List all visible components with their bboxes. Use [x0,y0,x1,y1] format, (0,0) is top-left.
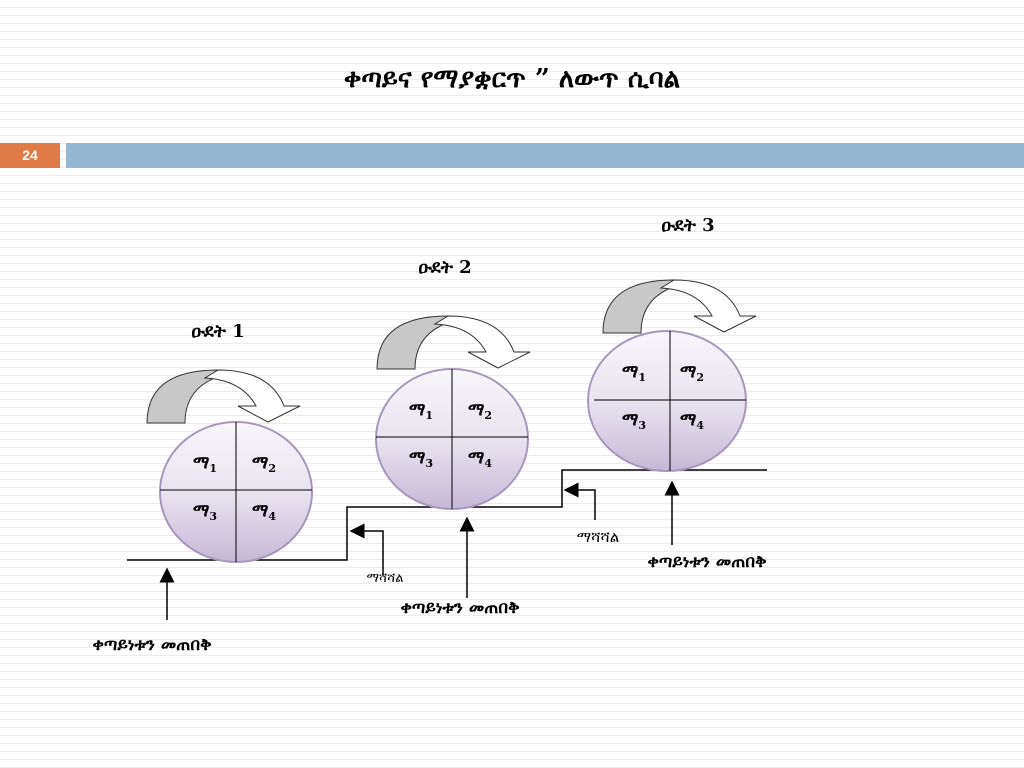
cycle-1: ማ1 ማ2 ማ3 ማ4 ዑደት 1 ቀጣይነቱን መጠበቅ [92,321,313,655]
quadrant-4: ማ [468,448,484,468]
svg-text:ማ1: ማ1 [409,400,433,422]
quadrant-3: ማ [409,448,425,468]
cycle-label: ዑደት 1 [191,321,244,342]
cycle-2: ማ1 ማ2 ማ3 ማ4 ዑደት 2 ማሻሻል ቀጣይነቱን መጠበቅ [349,257,531,618]
svg-text:ማ3: ማ3 [409,448,433,470]
svg-text:ማ2: ማ2 [468,400,492,422]
header-bar [66,143,1024,168]
cycle-label: ዑደት 2 [418,257,471,278]
svg-text:ማ1: ማ1 [193,453,217,475]
cycle-circle [587,330,747,472]
quadrant-1: ማ [193,453,209,473]
cycle-3: ማ1 ማ2 ማ3 ማ4 ዑደት 3 ማሻሻል ቀጣይነቱን መጠበቅ [563,215,767,572]
quadrant-3: ማ [193,501,209,521]
maintain-label: ቀጣይነቱን መጠበቅ [647,552,766,572]
slide-title: ቀጣይና የማያቋርጥ ” ለውጥ ሲባል [343,64,681,94]
svg-text:ማ4: ማ4 [680,410,704,432]
cycle-label: ዑደት 3 [661,215,714,236]
quadrant-2: ማ [468,400,484,420]
svg-text:ማ2: ማ2 [252,453,276,475]
improve-label: ማሻሻል [577,528,620,546]
quadrant-2: ማ [252,453,268,473]
slide-number: 24 [0,143,60,168]
improve-label: ማሻሻል [367,571,404,586]
svg-text:ማ2: ማ2 [680,362,704,384]
cycle-arrow-icon [376,315,531,370]
quadrant-4: ማ [252,501,268,521]
improve-arrow [349,523,384,575]
quadrant-3: ማ [622,410,638,430]
maintain-label: ቀጣይነቱን መጠበቅ [92,635,211,655]
svg-text:ማ1: ማ1 [622,362,646,384]
quadrant-2: ማ [680,362,696,382]
quadrant-4: ማ [680,410,696,430]
svg-text:ማ4: ማ4 [252,501,276,523]
svg-text:ማ3: ማ3 [193,501,217,523]
maintain-label: ቀጣይነቱን መጠበቅ [400,598,519,618]
svg-text:ማ4: ማ4 [468,448,492,470]
quadrant-1: ማ [622,362,638,382]
svg-text:ማ3: ማ3 [622,410,646,432]
cycle-arrow-icon [602,279,757,334]
quadrant-1: ማ [409,400,425,420]
cycle-arrow-icon [146,369,301,424]
improve-arrow [563,482,596,520]
